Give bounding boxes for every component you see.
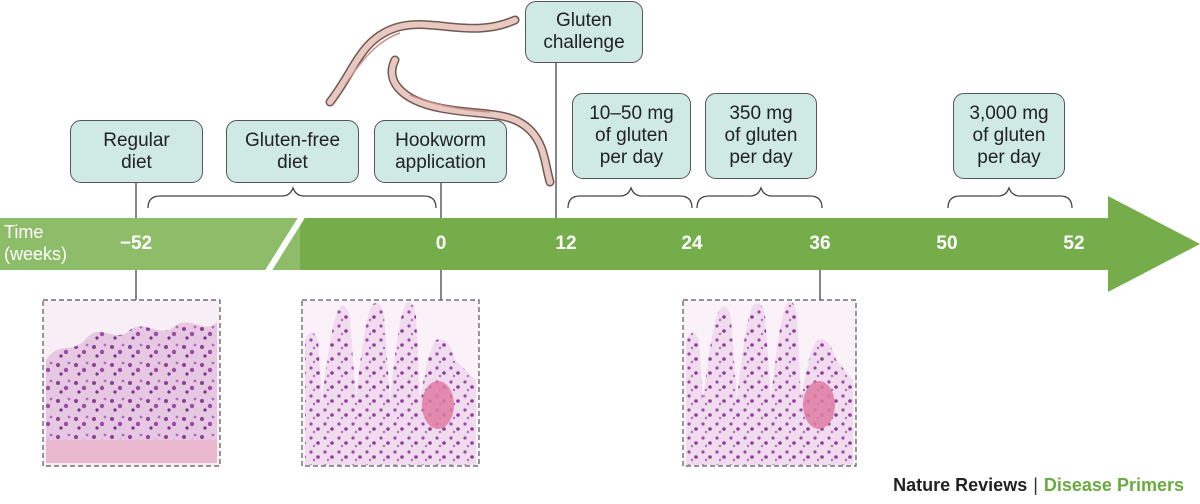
tick-label: 52 <box>1063 233 1085 254</box>
box-line: of gluten <box>972 125 1046 146</box>
box-line: diet <box>277 151 308 173</box>
brace-3000mg <box>947 186 1073 209</box>
box-line: of gluten <box>595 125 668 146</box>
box-line: Gluten-free <box>244 129 341 151</box>
brace-10-50mg <box>567 186 693 209</box>
biopsy-week-36 <box>682 299 857 467</box>
axis-label: Time (weeks) <box>4 221 67 265</box>
box-line: Hookworm <box>395 129 486 151</box>
brace-350mg <box>696 186 823 209</box>
box-line: diet <box>121 151 152 173</box>
box-line: per day <box>729 147 793 168</box>
box-line: challenge <box>543 32 625 53</box>
brace-gluten-free <box>147 186 437 209</box>
tick-label: −52 <box>119 233 153 254</box>
axis-label-line1: Time <box>4 222 44 242</box>
timeline-arrow-faded-section <box>0 218 300 270</box>
box-line: 10–50 mg <box>589 103 674 124</box>
tick-label: 12 <box>555 233 577 254</box>
box-line: Regular <box>103 129 170 151</box>
box-line: 350 mg <box>729 103 793 124</box>
box-line: 3,000 mg <box>969 103 1049 124</box>
journal-credit: Nature Reviews|Disease Primers <box>893 475 1184 496</box>
tick-label: 50 <box>936 233 958 254</box>
box-line: per day <box>599 147 664 168</box>
box-line: of gluten <box>724 125 798 146</box>
hookworm-icon <box>325 15 520 107</box>
journal-series: Disease Primers <box>1043 475 1184 495</box>
journal-name: Nature Reviews <box>893 475 1028 495</box>
tick-label: 24 <box>681 233 703 254</box>
box-line: Gluten <box>556 10 612 31</box>
biopsy-week-minus52 <box>42 299 221 467</box>
tick-label: 36 <box>809 233 831 254</box>
axis-break <box>262 210 308 278</box>
box-line: per day <box>977 147 1041 168</box>
box-line: application <box>395 151 486 173</box>
credit-separator: | <box>1033 475 1038 495</box>
biopsy-week-0 <box>301 299 480 467</box>
axis-label-line2: (weeks) <box>4 244 68 264</box>
tick-label: 0 <box>435 233 447 254</box>
hookworm-icon <box>387 55 555 187</box>
